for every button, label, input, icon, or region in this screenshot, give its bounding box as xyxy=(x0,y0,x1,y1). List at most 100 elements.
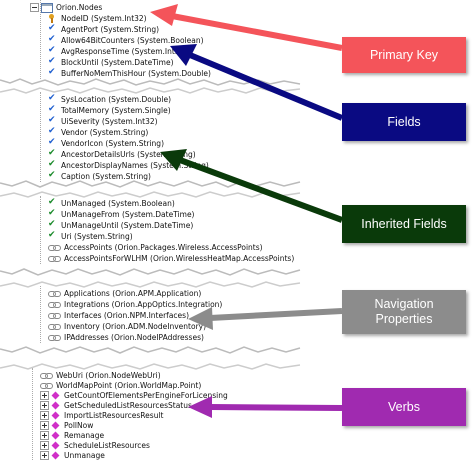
field-check-icon xyxy=(48,93,57,104)
key-icon xyxy=(48,14,57,23)
field-check-icon xyxy=(48,45,57,56)
tree-item-label: AgentPort (System.String) xyxy=(61,25,160,34)
tree-item[interactable]: Inventory (Orion.ADM.NodeInventory) xyxy=(48,321,206,332)
tree-item-label: AccessPointsForWLHM (Orion.WirelessHeatM… xyxy=(64,254,295,263)
tree-item-label: Inventory (Orion.ADM.NodeInventory) xyxy=(64,322,207,331)
label-verbs: Verbs xyxy=(342,388,466,426)
tree-item-label: BlockUntil (System.DateTime) xyxy=(61,58,174,67)
label-inherited-fields: Inherited Fields xyxy=(342,205,466,243)
inherited-field-check-icon xyxy=(48,148,57,159)
tree-item[interactable]: WorldMapPoint (Orion.WorldMap.Point) xyxy=(40,380,201,391)
tree-item[interactable]: Vendor (System.String) xyxy=(48,126,148,138)
tree-item-label: GetCountOfElementsPerEngineForLicensing xyxy=(64,391,228,400)
tree-item[interactable]: Allow64BitCounters (System.Boolean) xyxy=(48,34,204,46)
tree-item-label: Remanage xyxy=(64,431,105,440)
torn-edge-2 xyxy=(0,87,301,94)
tree-item[interactable]: UiSeverity (System.Int32) xyxy=(48,115,158,127)
navigation-link-icon xyxy=(48,311,61,320)
tree-item[interactable]: PollNow xyxy=(40,420,93,431)
tree-item-label: AncestorDisplayNames (System.String) xyxy=(61,161,209,170)
inherited-field-check-icon xyxy=(48,208,57,219)
tree-item-label: WorldMapPoint (Orion.WorldMap.Point) xyxy=(56,381,202,390)
tree-item[interactable]: AgentPort (System.String) xyxy=(48,23,160,35)
tree-item[interactable]: Applications (Orion.APM.Application) xyxy=(48,288,201,299)
expand-icon[interactable] xyxy=(40,441,49,450)
field-check-icon xyxy=(48,67,57,78)
tree-root-label: Orion.Nodes xyxy=(56,3,103,12)
arrow-navigation-properties xyxy=(188,307,343,330)
tree-fragment-primary-key: Orion.Nodes NodeID (System.Int32)AgentPo… xyxy=(0,0,300,80)
navigation-link-icon xyxy=(40,371,53,380)
torn-edge-7 xyxy=(0,346,301,354)
field-check-icon xyxy=(48,137,57,148)
tree-item-label: TotalMemory (System.Single) xyxy=(61,106,171,115)
tree-root-row[interactable]: Orion.Nodes xyxy=(30,2,102,13)
navigation-link-icon xyxy=(48,322,61,331)
field-check-icon xyxy=(48,115,57,126)
tree-item-label: GetScheduledListResourcesStatus xyxy=(64,401,192,410)
tree-item[interactable]: BufferNoMemThisHour (System.Double) xyxy=(48,67,211,79)
inherited-field-check-icon xyxy=(48,170,57,181)
expand-icon[interactable] xyxy=(40,421,49,430)
inherited-field-check-icon xyxy=(48,219,57,230)
tree-item[interactable]: NodeID (System.Int32) xyxy=(48,13,147,24)
tree-item-label: BufferNoMemThisHour (System.Double) xyxy=(61,69,211,78)
tree-item-label: AccessPoints (Orion.Packages.Wireless.Ac… xyxy=(64,243,263,252)
tree-item[interactable]: SysLocation (System.Double) xyxy=(48,93,171,105)
arrow-verbs xyxy=(188,396,343,418)
inherited-field-check-icon xyxy=(48,197,57,208)
tree-guide-line xyxy=(40,0,41,79)
torn-edge-8 xyxy=(0,363,301,370)
tree-item[interactable]: Uri (System.String) xyxy=(48,230,133,242)
expand-icon[interactable] xyxy=(40,411,49,420)
tree-item-label: PollNow xyxy=(64,421,94,430)
tree-item[interactable]: BlockUntil (System.DateTime) xyxy=(48,56,174,68)
torn-edge-5 xyxy=(0,268,301,276)
tree-item[interactable]: Remanage xyxy=(40,430,104,441)
tree-item-label: UnManageUntil (System.DateTime) xyxy=(61,221,194,230)
torn-edge-4 xyxy=(0,191,301,198)
inherited-field-check-icon xyxy=(48,230,57,241)
expand-icon[interactable] xyxy=(40,431,49,440)
field-check-icon xyxy=(48,104,57,115)
tree-item[interactable]: ImportListResourcesResult xyxy=(40,410,163,421)
tree-item[interactable]: AncestorDisplayNames (System.String) xyxy=(48,159,209,171)
expand-icon[interactable] xyxy=(40,391,49,400)
tree-item-label: Allow64BitCounters (System.Boolean) xyxy=(61,36,204,45)
tree-item-label: VendorIcon (System.String) xyxy=(61,139,164,148)
tree-item[interactable]: AccessPointsForWLHM (Orion.WirelessHeatM… xyxy=(48,253,294,264)
tree-item-label: SysLocation (System.Double) xyxy=(61,95,171,104)
tree-item[interactable]: AvgResponseTime (System.Int32) xyxy=(48,45,187,57)
tree-item-label: AncestorDetailsUrls (System.String) xyxy=(61,150,196,159)
field-check-icon xyxy=(48,126,57,137)
tree-item[interactable]: UnManaged (System.Boolean) xyxy=(48,197,175,209)
tree-item[interactable]: ScheduleListResources xyxy=(40,440,150,451)
tree-item[interactable]: GetScheduledListResourcesStatus xyxy=(40,400,192,411)
arrow-inherited-fields xyxy=(160,149,344,223)
tree-item[interactable]: AncestorDetailsUrls (System.String) xyxy=(48,148,196,160)
tree-item[interactable]: GetCountOfElementsPerEngineForLicensing xyxy=(40,390,228,401)
tree-item[interactable]: VendorIcon (System.String) xyxy=(48,137,164,149)
tree-item[interactable]: Interfaces (Orion.NPM.Interfaces) xyxy=(48,310,189,321)
tree-fragment-verbs: WebUri (Orion.NodeWebUri)WorldMapPoint (… xyxy=(0,368,300,460)
label-fields: Fields xyxy=(342,103,466,141)
tree-item[interactable]: AccessPoints (Orion.Packages.Wireless.Ac… xyxy=(48,242,263,253)
expand-icon[interactable] xyxy=(40,401,49,410)
tree-guide-line xyxy=(40,196,41,264)
collapse-icon[interactable] xyxy=(30,3,39,12)
tree-item-label: UnManageFrom (System.DateTime) xyxy=(61,210,195,219)
tree-item-label: Caption (System.String) xyxy=(61,172,151,181)
tree-item[interactable]: UnManageFrom (System.DateTime) xyxy=(48,208,195,220)
torn-edge-1 xyxy=(0,78,301,86)
torn-edge-6 xyxy=(0,281,301,288)
tree-item[interactable]: UnManageUntil (System.DateTime) xyxy=(48,219,194,231)
tree-guide-line xyxy=(40,286,41,343)
tree-item[interactable]: IPAddresses (Orion.NodeIPAddresses) xyxy=(48,332,204,343)
tree-item[interactable]: TotalMemory (System.Single) xyxy=(48,104,171,116)
field-check-icon xyxy=(48,34,57,45)
tree-item[interactable]: WebUri (Orion.NodeWebUri) xyxy=(40,370,161,381)
tree-item[interactable]: Integrations (Orion.AppOptics.Integratio… xyxy=(48,299,222,310)
navigation-link-icon xyxy=(48,333,61,342)
tree-item[interactable]: Caption (System.String) xyxy=(48,170,151,182)
